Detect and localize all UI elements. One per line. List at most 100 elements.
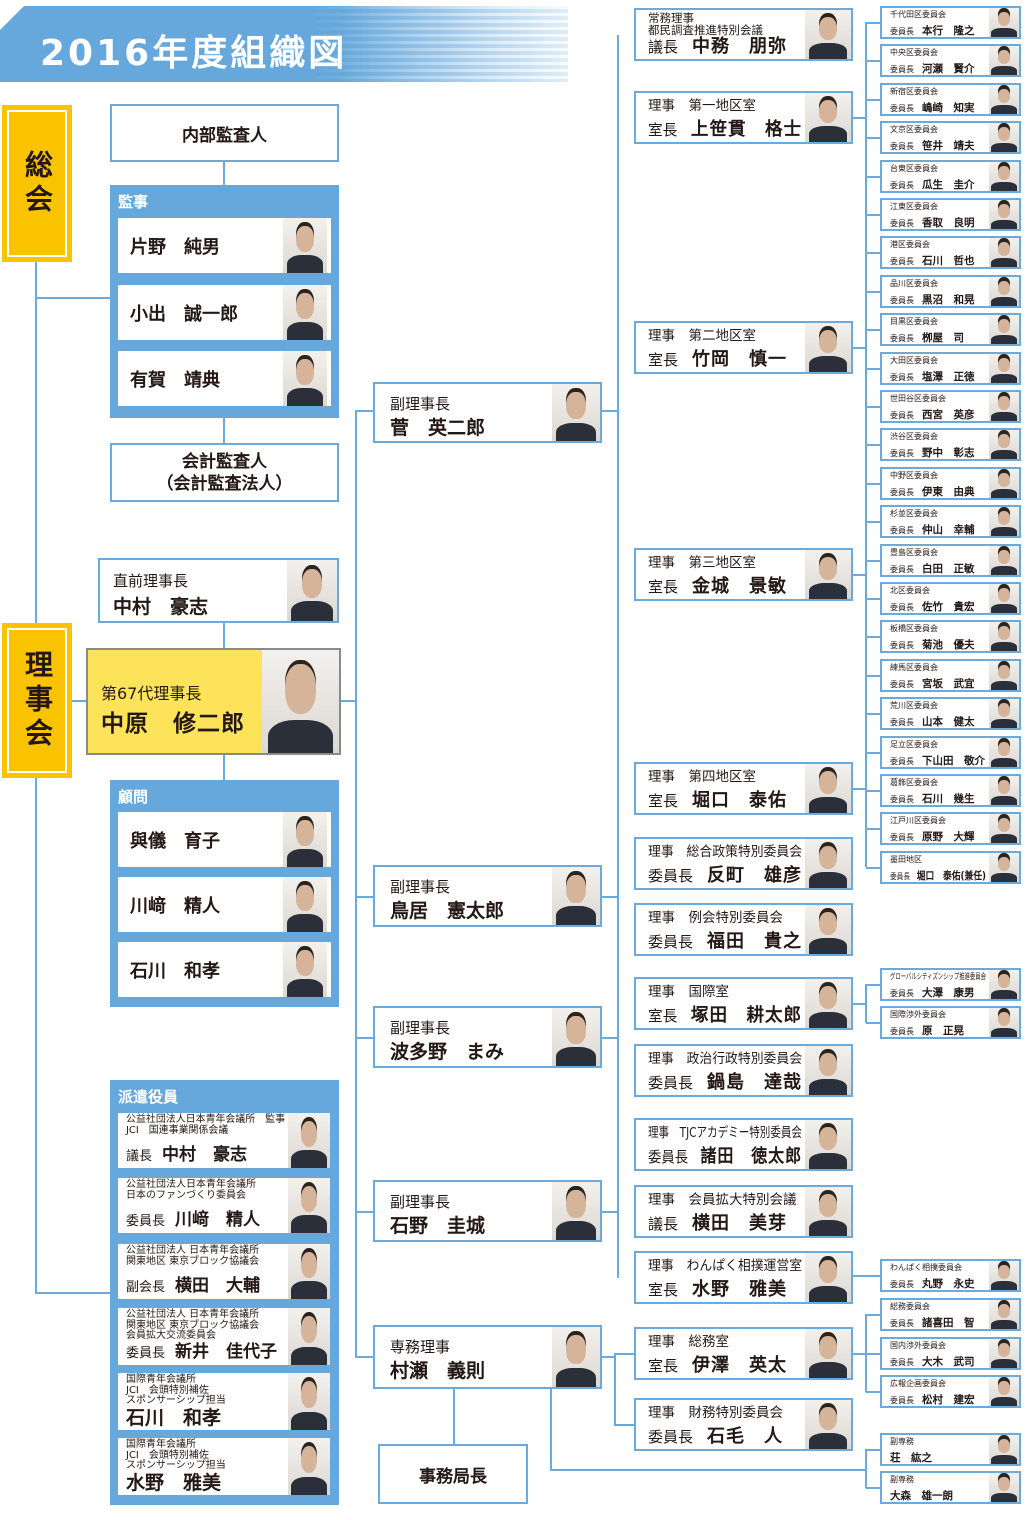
member-name: 石川 和孝 [126,1407,222,1429]
chair-photo [989,354,1019,383]
committee-name: 杉並区委員会 [890,509,938,518]
advisors-member: 川﨑 精人 [118,877,331,932]
chair-name: 河瀬 賢介 [922,63,975,75]
director-name: 竹岡 慎一 [692,349,788,370]
committee-box: 豊島区委員会委員長白田 正敏 [880,544,1021,577]
vice-president-box-photo [552,384,600,441]
connector-line [72,700,86,702]
accounting-auditor-box: 会計監査人 （会計監査法人） [110,443,339,502]
committee-name: 墨田地区 [890,855,922,864]
committee-box: 品川区委員会委員長黒沼 和晃 [880,275,1021,308]
member-affiliation: 公益社団法人 日本青年会議所関東地区 東京ブロック協議会会員拡大交流委員会 [126,1309,259,1342]
connector-line [866,99,880,101]
member-photo [288,1113,330,1168]
past-president-box: 直前理事長 中村 豪志 [98,558,339,623]
connector-line [852,1003,866,1005]
connector-line [355,1037,373,1039]
director-role: 室長 [648,1357,679,1375]
connector-line [866,444,880,446]
member-name: 横田 大輔 [175,1276,261,1296]
connector-line [601,1037,617,1039]
vice-president-box: 副理事長波多野 まみ [373,1006,602,1068]
connector-line [614,1424,634,1426]
committee-name: わんぱく相撲委員会 [890,1263,962,1272]
director-photo [805,1187,851,1236]
director-photo [805,10,851,59]
committee-chair: 委員長栁屋 司 [890,329,964,344]
director-name: 水野 雅美 [692,1279,788,1300]
director-box: 理事 TJCアカデミー特別委員会委員長諸田 徳太郎 [634,1118,853,1171]
auditors-member: 有賀 靖典 [118,351,331,406]
member-photo [283,285,327,340]
director-title: 理事 第三地区室 [648,555,756,571]
director-title: 理事 わんぱく相撲運営室 [648,1258,802,1274]
committee-name: 港区委員会 [890,240,930,249]
connector-line [852,1353,866,1355]
chair-name: 山本 健太 [922,716,975,728]
dispatched-member: 公益社団法人 日本青年会議所関東地区 東京ブロック協議会副会長横田 大輔 [118,1244,330,1299]
general-assembly-label: 総会 [21,149,54,218]
chair-name: 原野 大輝 [922,831,975,843]
chair-photo [989,1339,1019,1368]
committee-name: 中央区委員会 [890,48,938,57]
connector-line [355,1356,373,1358]
director-title-line: 理事 例会特別委員会 [648,910,783,926]
member-name: 川﨑 精人 [130,896,220,917]
vice-president-box-photo [552,867,600,925]
connector-line [852,117,866,119]
chair-name: 嶋崎 知実 [922,102,975,114]
committee-box: 江東区委員会委員長香取 良明 [880,198,1021,231]
director-photo [805,839,851,888]
committee-chair: 委員長野中 彰志 [890,444,975,459]
dispatched-label: 派遣役員 [118,1088,179,1106]
committee-chair: 委員長塩澤 正徳 [890,368,975,383]
chair-photo [989,738,1019,767]
accounting-auditor-line1: 会計監査人 [182,451,267,472]
managing-director-box: 専務理事村瀬 義則 [373,1325,602,1389]
chair-role: 委員長 [890,219,914,228]
committee-box: 板橋区委員会委員長菊池 優夫 [880,620,1021,653]
director-photo [805,1120,851,1169]
director-name: 堀口 泰佑 [692,790,788,811]
chair-name: 宮坂 武宜 [922,678,975,690]
director-title: 理事 総務室 [648,1334,729,1350]
director-box: 理事 第四地区室室長堀口 泰佑 [634,762,853,815]
director-role: 委員長 [648,1428,694,1446]
committee-name: 荒川区委員会 [890,701,938,710]
member-photo [283,942,327,997]
director-title-line: 理事 第四地区室 [648,769,756,785]
chair-photo [989,315,1019,344]
affiliation-line: 公益社団法人日本青年会議所 [126,1179,256,1190]
internal-auditor-label: 内部監査人 [182,125,267,146]
director-photo [805,1046,851,1095]
committee-chair: 委員長笹井 靖夫 [890,137,975,152]
connector-line [866,22,880,24]
secretariat-box: 事務局長 [378,1444,528,1504]
director-title: 理事 第四地区室 [648,769,756,785]
past-president-title: 直前理事長 [113,572,189,590]
committee-chair: 委員長宮坂 武宜 [890,675,975,690]
vice-president-box-title: 副理事長 [390,878,451,896]
chair-role: 委員長 [890,181,914,190]
member-photo [283,218,327,273]
banner-stripes [310,6,568,82]
connector-line [866,1487,880,1489]
connector-line [866,368,880,370]
director-box: 常務理事都民調査推進特別会議議長中務 朋弥 [634,8,853,61]
committee-name: 足立区委員会 [890,740,938,749]
director-box: 理事 第一地区室室長上笹貫 格士 [634,91,853,144]
auditors-label: 監事 [118,193,149,211]
connector-line [866,790,880,792]
member-role: 委員長 [126,1214,166,1229]
committee-box: 杉並区委員会委員長仲山 幸輔 [880,505,1021,538]
committee-chair: 委員長瓜生 圭介 [890,176,975,191]
chair-role: 委員長 [890,27,914,36]
director-box: 理事 会員拡大特別会議議長横田 美芽 [634,1185,853,1238]
committee-chair: 委員長石川 幾生 [890,790,975,805]
committee-name: 国内渉外委員会 [890,1341,946,1350]
director-role-name: 室長水野 雅美 [648,1279,787,1301]
affiliation-line: 公益社団法人日本青年会議所 監事 [126,1114,286,1125]
